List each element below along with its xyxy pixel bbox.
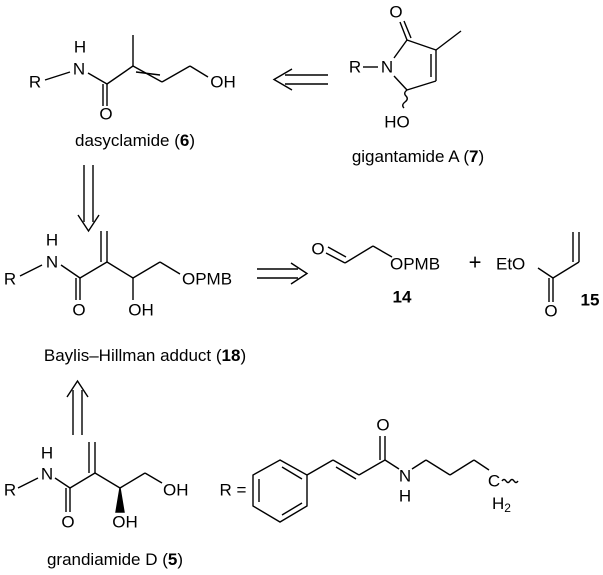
atom-r: R bbox=[4, 270, 16, 289]
atom-r: R bbox=[349, 58, 361, 77]
atom-h: H bbox=[399, 487, 411, 506]
atom-c: C bbox=[488, 472, 500, 491]
retrosynthetic-arrow-down bbox=[77, 165, 100, 233]
atom-h: H bbox=[74, 38, 86, 57]
atom-h: H bbox=[41, 444, 53, 463]
grandiamide-caption: grandiamide D (5) bbox=[47, 550, 183, 569]
baylis-hillman-caption: Baylis–Hillman adduct (18) bbox=[44, 346, 246, 365]
retrosynthetic-arrow-left bbox=[272, 68, 328, 91]
gigantamide-structure: R N O HO gigantamide A (7) bbox=[349, 3, 484, 166]
atom-o: O bbox=[376, 416, 389, 435]
gigantamide-caption: gigantamide A (7) bbox=[352, 147, 484, 166]
compound-number-14: 14 bbox=[393, 288, 412, 307]
atom-o: O bbox=[61, 513, 74, 532]
dasyclamide-caption: dasyclamide (6) bbox=[75, 131, 195, 150]
atom-o: O bbox=[311, 240, 324, 259]
atom-n: N bbox=[73, 60, 85, 79]
atom-n: N bbox=[46, 253, 58, 272]
atom-ho: HO bbox=[384, 113, 410, 132]
aldehyde-14-structure: O OPMB 14 bbox=[311, 240, 440, 307]
atom-n: N bbox=[399, 467, 411, 486]
r-group-label: R = bbox=[220, 481, 247, 500]
atom-oh-primary: OH bbox=[163, 481, 189, 500]
atom-n: N bbox=[381, 58, 393, 77]
atom-n: N bbox=[41, 465, 53, 484]
atom-eto: EtO bbox=[496, 255, 525, 274]
acrylate-15-structure: EtO O 15 bbox=[496, 232, 599, 321]
retrosynthetic-arrow-up bbox=[66, 379, 89, 435]
atom-r: R bbox=[29, 73, 41, 92]
atom-o: O bbox=[389, 3, 402, 22]
plus-sign: + bbox=[469, 250, 482, 275]
compound-number-15: 15 bbox=[581, 291, 600, 310]
atom-h: H bbox=[46, 231, 58, 250]
atom-oh: OH bbox=[128, 301, 154, 320]
r-group-structure: R = O N H C H2 bbox=[220, 416, 519, 523]
atom-oh-secondary: OH bbox=[112, 513, 138, 532]
retrosynthetic-arrow-right bbox=[257, 262, 309, 285]
atom-h2: H2 bbox=[492, 494, 511, 516]
atom-r: R bbox=[4, 481, 16, 500]
atom-o: O bbox=[99, 105, 112, 124]
atom-opmb: OPMB bbox=[182, 270, 232, 289]
grandiamide-structure: R H N O OH OH grandiamide D (5) bbox=[4, 442, 189, 569]
atom-o: O bbox=[72, 301, 85, 320]
atom-opmb: OPMB bbox=[390, 255, 440, 274]
baylis-hillman-structure: R H N O OH OPMB Baylis–Hillman adduct (1… bbox=[4, 231, 246, 365]
dasyclamide-structure: R H N O OH dasyclamide (6) bbox=[29, 35, 236, 150]
atom-o: O bbox=[544, 302, 557, 321]
atom-oh: OH bbox=[210, 73, 236, 92]
